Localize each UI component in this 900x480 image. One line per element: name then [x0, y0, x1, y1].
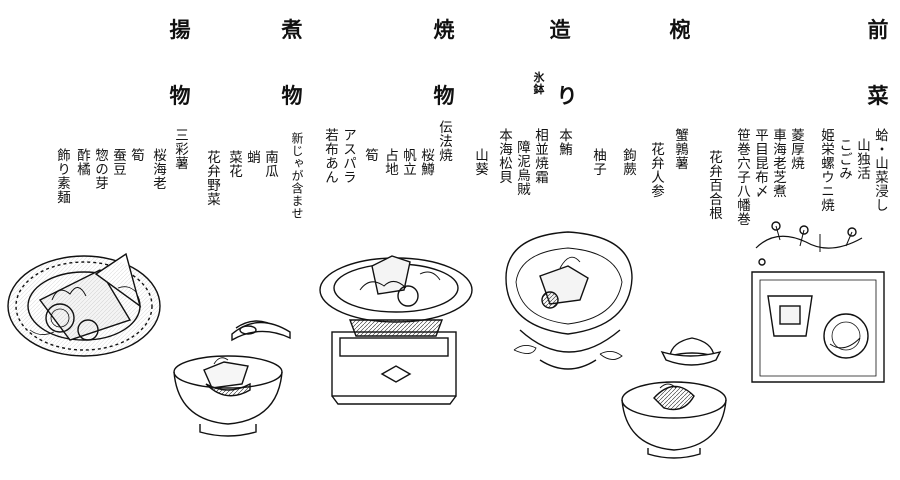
wan-item: 鉤蕨 — [620, 148, 636, 176]
yaki-item: 帆立 — [400, 148, 416, 176]
tsukuri-item: 障泥烏賊 — [514, 140, 530, 196]
yaki-item: アスパラ — [340, 128, 356, 184]
course-heading-tsukuri: 造 氷鉢 り — [533, 17, 578, 108]
agemono-platter-illustration — [7, 252, 161, 357]
zensai-item: 姫栄螺ウニ焼 — [818, 128, 834, 212]
zensai-item: 車海老芝煮 — [770, 128, 786, 198]
agemono-item: 三彩薯 — [172, 128, 188, 170]
zensai-item: 笹巻穴子八幡巻 — [734, 128, 750, 226]
tsukuri-item: 山葵 — [472, 148, 488, 176]
nimono-item: 花弁野菜 — [204, 150, 220, 206]
course-heading-tsukuri-sub: 氷鉢 — [533, 71, 545, 96]
tsukuri-item: 本海松貝 — [496, 128, 512, 184]
yaki-item: 桜鱒 — [418, 148, 434, 176]
course-heading-wan: 椀 — [669, 17, 691, 42]
wan-item: 蟹鶉薯 — [672, 128, 688, 170]
zensai-tray-illustration — [751, 221, 885, 383]
agemono-item: 桜海老 — [150, 148, 166, 190]
wan-item: 柚子 — [590, 148, 606, 176]
nimono-item: 新じゃが含ませ — [290, 132, 304, 220]
zensai-item: 菱厚焼 — [788, 128, 804, 170]
zensai-item: 山独活 — [854, 138, 870, 180]
zensai-item: 平目昆布〆 — [752, 128, 768, 198]
agemono-item: 惣の芽 — [92, 148, 108, 190]
yaki-item: 伝法焼 — [436, 120, 452, 162]
agemono-item: 蚕豆 — [110, 148, 126, 176]
nimono-item: 蛸 — [244, 150, 260, 164]
zensai-item: 花弁百合根 — [706, 150, 722, 220]
course-heading-nimono: 煮 物 — [281, 17, 303, 108]
wan-bowl-illustration — [621, 337, 727, 459]
course-heading-zensai: 前 菜 — [867, 17, 889, 108]
zensai-item: 蛤・山菜浸し — [872, 128, 888, 212]
nimono-item: 菜花 — [226, 150, 242, 178]
tsukuri-ice-bowl-illustration — [505, 231, 633, 370]
yaki-item: 筍 — [362, 148, 378, 162]
agemono-item: 筍 — [128, 148, 144, 162]
agemono-item: 酢橘 — [74, 148, 90, 176]
yakimono-grill-illustration — [319, 255, 473, 405]
zensai-item: こごみ — [836, 138, 852, 180]
course-heading-yaki: 焼 物 — [433, 17, 455, 108]
tsukuri-item: 本鮪 — [556, 128, 572, 156]
tsukuri-item: 相並焼霜 — [532, 128, 548, 184]
yaki-item: 若布あん — [322, 128, 338, 184]
course-heading-agemono: 揚 物 — [169, 17, 191, 108]
yaki-item: 占地 — [382, 148, 398, 176]
agemono-item: 飾り素麺 — [54, 148, 70, 204]
wan-item: 花弁人参 — [648, 142, 664, 198]
nimono-bowl-illustration — [173, 320, 291, 437]
nimono-item: 南瓜 — [262, 150, 278, 178]
